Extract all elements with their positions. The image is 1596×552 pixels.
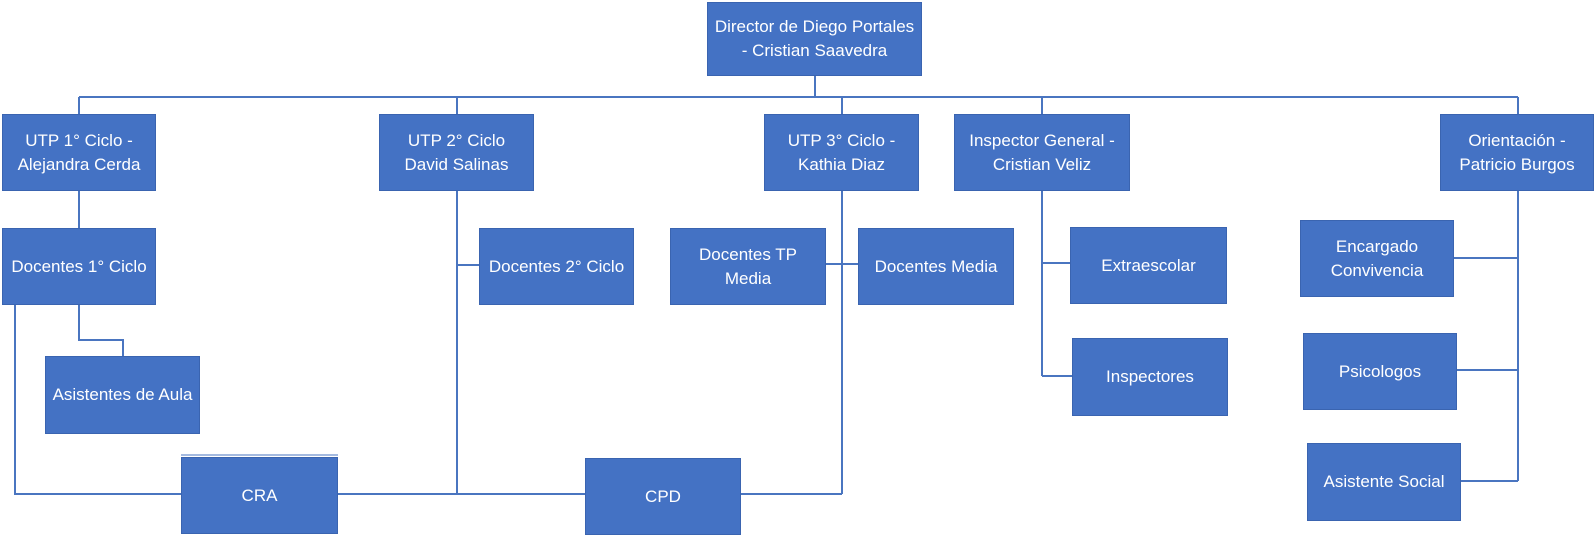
psicologos-node: Psicologos (1303, 333, 1457, 410)
docentes-2-ciclo-node: Docentes 2° Ciclo (479, 228, 634, 305)
docentes-tp-media-node: Docentes TP Media (670, 228, 826, 305)
inspector-general-label: Inspector General - Cristian Veliz (969, 130, 1115, 174)
director-node: Director de Diego Portales - Cristian Sa… (707, 2, 922, 76)
utp3-node: UTP 3° Ciclo - Kathia Diaz (764, 114, 919, 191)
cra-node: CRA (181, 457, 338, 534)
docentes-1-ciclo-node: Docentes 1° Ciclo (2, 228, 156, 305)
psicologos-label: Psicologos (1338, 361, 1422, 381)
extraescolar-label: Extraescolar (1101, 255, 1196, 275)
utp1-node: UTP 1° Ciclo - Alejandra Cerda (2, 114, 156, 191)
docentes-1-ciclo-label: Docentes 1° Ciclo (11, 256, 147, 276)
utp1-label: UTP 1° Ciclo - Alejandra Cerda (17, 130, 141, 174)
docentes-media-node: Docentes Media (858, 228, 1014, 305)
asistente-social-label: Asistente Social (1323, 472, 1445, 492)
asistente-social-node: Asistente Social (1307, 443, 1461, 521)
encargado-convivencia-label: Encargado Convivencia (1330, 236, 1424, 280)
cpd-label: CPD (645, 486, 681, 506)
cpd-node: CPD (585, 458, 741, 535)
docentes-tp-media-label: Docentes TP Media (699, 244, 797, 288)
extraescolar-node: Extraescolar (1070, 227, 1227, 304)
asistentes-aula-label: Asistentes de Aula (52, 385, 193, 405)
utp2-node: UTP 2° Ciclo David Salinas (379, 114, 534, 191)
orientacion-label: Orientación - Patricio Burgos (1459, 130, 1575, 174)
utp2-label: UTP 2° Ciclo David Salinas (404, 130, 509, 174)
orientacion-node: Orientación - Patricio Burgos (1440, 114, 1594, 191)
docentes-media-label: Docentes Media (874, 256, 998, 276)
encargado-convivencia-node: Encargado Convivencia (1300, 220, 1454, 297)
inspectores-node: Inspectores (1072, 338, 1228, 416)
docentes-2-ciclo-label: Docentes 2° Ciclo (488, 256, 625, 276)
utp3-label: UTP 3° Ciclo - Kathia Diaz (787, 130, 896, 174)
asistentes-aula-node: Asistentes de Aula (45, 356, 200, 434)
inspectores-label: Inspectores (1106, 367, 1194, 387)
cra-label: CRA (241, 485, 278, 505)
director-label: Director de Diego Portales - Cristian Sa… (714, 17, 915, 60)
inspector-general-node: Inspector General - Cristian Veliz (954, 114, 1130, 191)
